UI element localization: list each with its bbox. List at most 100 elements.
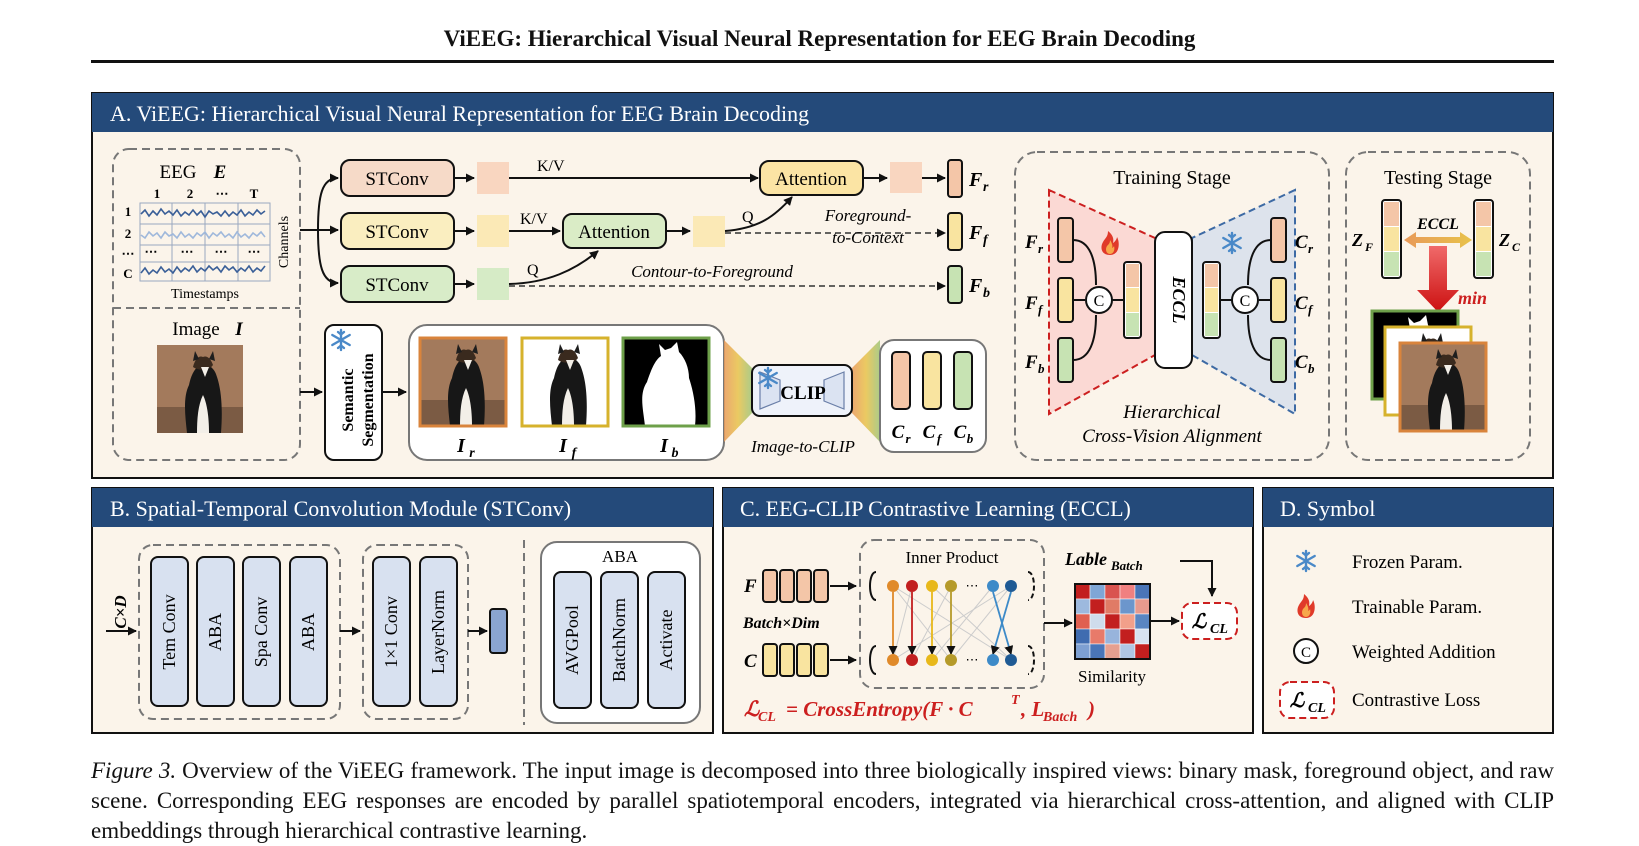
testing-stage-box	[1345, 151, 1531, 461]
input-box	[112, 148, 301, 461]
caption-text: Overview of the ViEEG framework. The inp…	[91, 758, 1555, 843]
clip-box	[751, 364, 853, 417]
svg-text:b: b	[1038, 361, 1045, 376]
svg-text:Foreground-: Foreground-	[824, 206, 912, 225]
svg-text:ℒ: ℒ	[744, 697, 760, 721]
panel-b-header: B. Spatial-Temporal Convolution Module (…	[110, 496, 571, 521]
eeg-dots-2: ⋯	[181, 244, 194, 259]
image-label: Image	[172, 319, 219, 340]
svg-text:b: b	[983, 286, 990, 301]
svg-text:Spa Conv: Spa Conv	[251, 597, 271, 668]
svg-text:ℒ: ℒ	[1290, 690, 1306, 712]
svg-text:CLIP: CLIP	[780, 383, 826, 404]
eeg-dots-3: ⋯	[215, 244, 228, 259]
svg-text:to-Context: to-Context	[832, 228, 905, 247]
svg-text:Similarity: Similarity	[1078, 667, 1147, 686]
panel-a-header: A. ViEEG: Hierarchical Visual Neural Rep…	[110, 101, 809, 126]
svg-text:I: I	[659, 435, 669, 457]
title-rule	[91, 60, 1554, 63]
svg-text:f: f	[1308, 302, 1314, 317]
svg-text:BatchNorm: BatchNorm	[609, 598, 629, 682]
caption-label: Figure 3.	[91, 758, 177, 783]
eeg-row-2: 2	[125, 226, 132, 241]
svg-text:, L: , L	[1020, 697, 1044, 721]
svg-text:CL: CL	[758, 710, 776, 725]
svg-text:r: r	[469, 446, 475, 461]
svg-text:STConv: STConv	[365, 222, 429, 243]
svg-text:C: C	[1240, 293, 1251, 310]
eeg-col-3: ⋯	[216, 186, 229, 201]
svg-text:⋯: ⋯	[966, 652, 979, 667]
svg-text:F: F	[1024, 232, 1038, 253]
svg-text:Attention: Attention	[578, 222, 650, 243]
eeg-row-1: 1	[125, 204, 132, 219]
legend-contrastive: Contrastive Loss	[1352, 690, 1480, 711]
eeg-grid	[139, 202, 271, 282]
contrastive-loss-icon	[1279, 681, 1335, 719]
svg-text:ℒ: ℒ	[1192, 611, 1208, 633]
token-b	[477, 268, 509, 300]
svg-text:LayerNorm: LayerNorm	[428, 590, 448, 674]
input-image	[157, 345, 243, 433]
svg-text:I: I	[558, 435, 568, 457]
svg-text:C: C	[1295, 352, 1308, 373]
svg-text:Semantic: Semantic	[340, 368, 357, 431]
token-f2	[693, 216, 725, 247]
svg-text:r: r	[1308, 241, 1314, 256]
feature-fb	[947, 265, 963, 304]
svg-text:STConv: STConv	[365, 275, 429, 296]
svg-text:r: r	[905, 431, 911, 446]
testing-title: Testing Stage	[1384, 167, 1492, 189]
eeg-xlabel: Timestamps	[171, 287, 239, 302]
svg-text:C: C	[1512, 240, 1521, 254]
svg-text:C: C	[744, 651, 757, 672]
panel-a-header-bar	[92, 93, 1553, 132]
svg-text:ECCL: ECCL	[1169, 275, 1189, 323]
svg-text:Attention: Attention	[775, 169, 847, 190]
view-raw	[420, 338, 506, 426]
panel-c-frame	[722, 487, 1254, 734]
svg-text:F: F	[743, 576, 757, 597]
svg-text:b: b	[967, 431, 974, 446]
svg-text:F: F	[968, 222, 983, 244]
svg-text:Batch: Batch	[1110, 558, 1143, 573]
svg-text:C: C	[954, 422, 967, 443]
eeg-ylabel: Channels	[277, 216, 292, 268]
svg-text:C: C	[1094, 293, 1105, 310]
eccl-box	[1154, 231, 1193, 369]
eeg-row-3: ⋯	[122, 246, 135, 261]
eeg-col-2: 2	[187, 186, 194, 201]
svg-text:ABA: ABA	[602, 547, 639, 566]
svg-text:Contour-to-Foreground: Contour-to-Foreground	[631, 262, 793, 281]
svg-text:ABA: ABA	[205, 613, 225, 651]
svg-text:f: f	[1038, 302, 1044, 317]
token-f	[477, 215, 509, 247]
svg-text:AVGPool: AVGPool	[562, 605, 582, 675]
svg-text:Lable: Lable	[1064, 549, 1107, 569]
svg-text:r: r	[1038, 241, 1044, 256]
svg-text:Q: Q	[742, 209, 754, 226]
svg-text:F: F	[1364, 240, 1373, 254]
svg-text:T: T	[1011, 693, 1021, 708]
svg-text:C: C	[1295, 232, 1308, 253]
svg-text:Image-to-CLIP: Image-to-CLIP	[750, 437, 855, 456]
svg-text:K/V: K/V	[537, 158, 565, 175]
eeg-waves	[140, 207, 266, 276]
legend-trainable: Trainable Param.	[1352, 597, 1482, 618]
svg-text:min: min	[1458, 288, 1487, 308]
svg-text:⋯: ⋯	[966, 578, 979, 593]
svg-text:Q: Q	[527, 262, 539, 279]
inner-product-box	[859, 539, 1045, 689]
svg-text:CL: CL	[1308, 701, 1326, 716]
legend-frozen: Frozen Param.	[1352, 552, 1463, 573]
svg-text:Z: Z	[1498, 230, 1510, 250]
svg-text:C: C	[892, 422, 905, 443]
svg-text:C: C	[1301, 645, 1311, 661]
svg-text:Cross-Vision Alignment: Cross-Vision Alignment	[1082, 426, 1262, 447]
page-title: ViEEG: Hierarchical Visual Neural Repres…	[443, 26, 1196, 51]
svg-text:Z: Z	[1351, 230, 1363, 250]
legend-weighted: Weighted Addition	[1352, 642, 1496, 663]
weighted-addition-icon	[1293, 638, 1319, 664]
svg-text:Inner Product: Inner Product	[905, 548, 998, 567]
panel-d-header: D. Symbol	[1280, 496, 1375, 521]
